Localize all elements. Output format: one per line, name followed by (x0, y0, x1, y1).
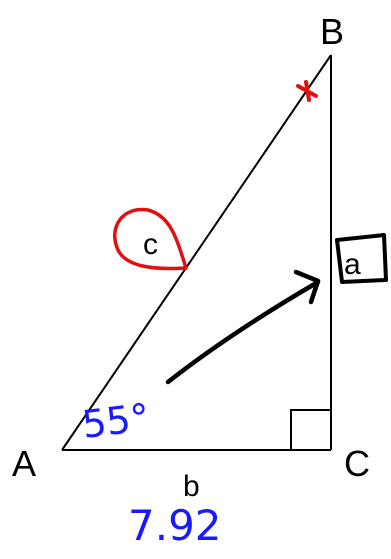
side-label-a: a (344, 248, 361, 281)
vertex-label-a: A (12, 443, 36, 484)
black-box-around-a (335, 233, 388, 284)
side-label-c: c (143, 228, 158, 261)
right-angle-marker (290, 409, 331, 450)
side-c-hypotenuse (61, 54, 332, 451)
vertex-label-c: C (344, 443, 370, 484)
vertex-label-b: B (320, 11, 344, 52)
side-b-value-annotation: 7.92 (128, 501, 222, 550)
angle-annotation: 55° (80, 395, 152, 447)
black-arrow (165, 269, 321, 385)
red-tick-mark (296, 80, 318, 102)
red-circle-around-c (113, 207, 188, 271)
side-label-b: b (183, 470, 200, 503)
